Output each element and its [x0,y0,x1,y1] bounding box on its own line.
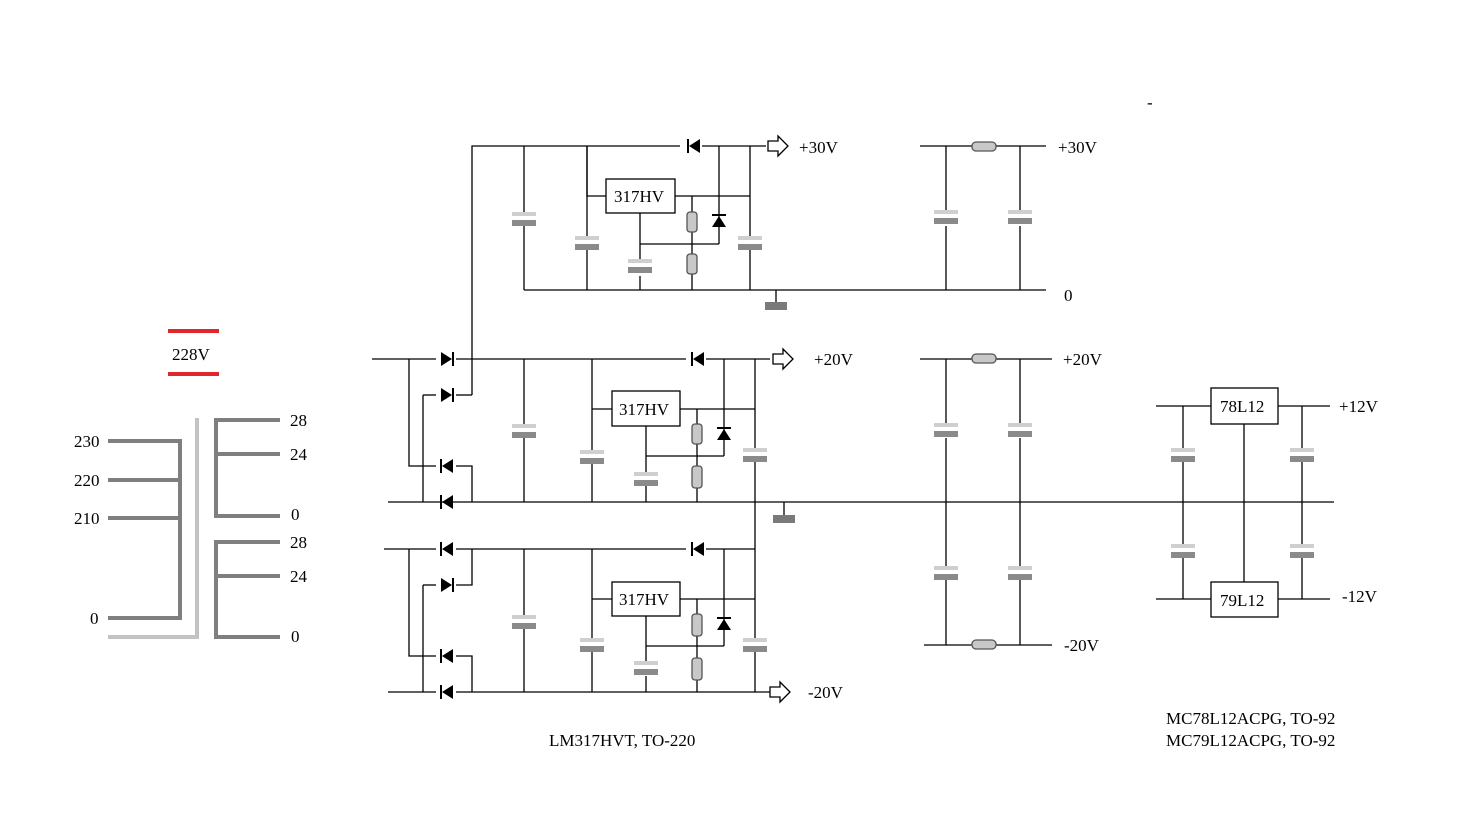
secondary-upper-tap-28: 28 [290,411,307,430]
primary-tap-0: 0 [90,609,99,628]
regulator-317hv-middle-label: 317HV [619,400,670,419]
plus-minus12-section: 78L12 79L12 +12V -12V [1156,387,1379,618]
regulator-317hv-top-label: 317HV [614,187,665,206]
plus30-label-right: +30V [1058,138,1098,157]
secondary-upper-tap-0: 0 [291,505,300,524]
regulator-79l12 [1210,581,1279,618]
transformer: 228V 230 220 210 0 28 24 0 28 24 0 [74,329,308,646]
note-lm317hvt: LM317HVT, TO-220 [549,731,695,750]
mains-bar-top [168,329,219,333]
ground-top [765,302,787,310]
plus30-label-left: +30V [799,138,839,157]
minus20-label-left: -20V [808,683,844,702]
regulator-79l12-label: 79L12 [1220,591,1264,610]
stray-dash: - [1147,93,1153,112]
secondary-lower-tap-24: 24 [290,567,308,586]
secondary-lower-tap-28: 28 [290,533,307,552]
plus20-output-arrow [772,348,794,370]
ground-middle [773,515,795,523]
regulator-78l12-label: 78L12 [1220,397,1264,416]
secondary-upper-tap-24: 24 [290,445,308,464]
mains-voltage-label: 228V [172,345,211,364]
mains-bar-bottom [168,372,219,376]
regulator-317hv-bottom-label: 317HV [619,590,670,609]
regulator-317hv-top [605,178,676,214]
regulator-317hv-bottom [611,581,681,617]
plus20-label-right: +20V [1063,350,1103,369]
plus20-minus20-filter: +20V -20V [920,350,1103,655]
primary-tap-210: 210 [74,509,100,528]
primary-tap-220: 220 [74,471,100,490]
minus12-label: -12V [1342,587,1378,606]
plus30-filter: +30V 0 [920,138,1098,305]
plus20-label-left: +20V [814,350,854,369]
plus20-section: 317HV +20V [372,348,1334,523]
primary-tap-230: 230 [74,432,100,451]
regulator-317hv-middle [611,390,681,427]
regulator-78l12 [1210,387,1279,425]
note-mc78l12: MC78L12ACPG, TO-92 [1166,709,1335,728]
minus20-section: 317HV -20V [384,502,844,703]
note-mc79l12: MC79L12ACPG, TO-92 [1166,731,1335,750]
zero-label: 0 [1064,286,1073,305]
minus20-output-arrow [769,681,791,703]
plus12-label: +12V [1339,397,1379,416]
minus20-label-right: -20V [1064,636,1100,655]
secondary-lower-tap-0: 0 [291,627,300,646]
plus30-output-arrow [767,135,789,157]
plus30-section: 317HV +30V [471,135,1046,395]
